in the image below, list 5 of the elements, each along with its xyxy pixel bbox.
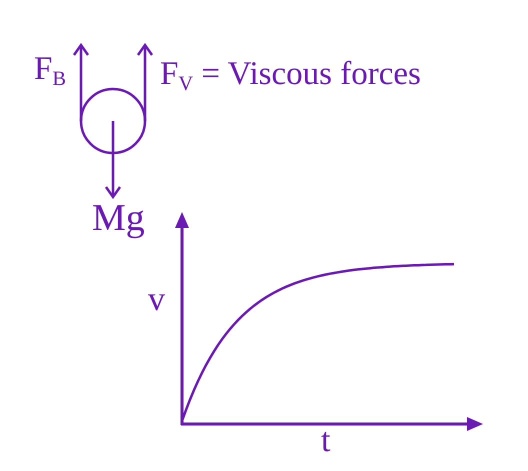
time-axis-label: t bbox=[321, 424, 330, 458]
velocity-axis-label: v bbox=[148, 283, 165, 317]
buoyant-force-label: F$_{B}$ bbox=[34, 53, 66, 86]
viscous-force-definition: F$_{V}$ = Viscous forces bbox=[160, 58, 421, 91]
weight-label: Mg bbox=[92, 199, 145, 237]
